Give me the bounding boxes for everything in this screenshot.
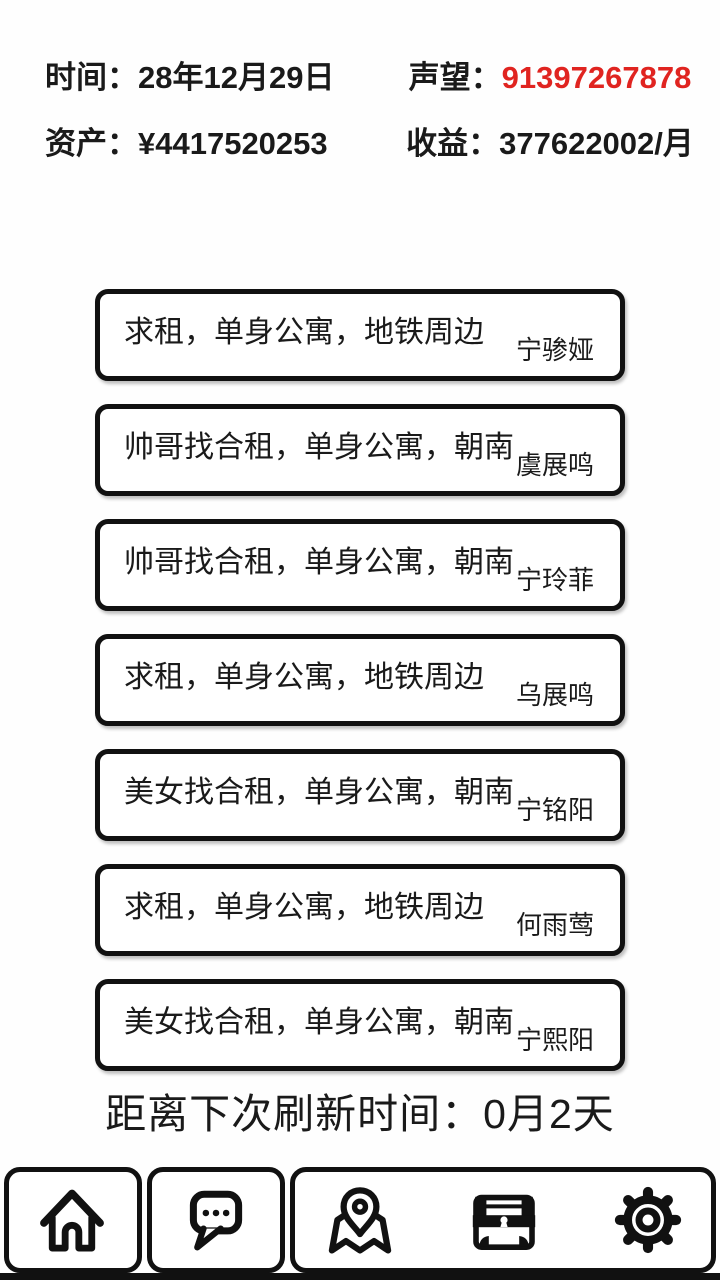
screen-bottom-bar	[0, 1273, 720, 1280]
income-label: 收益：	[406, 126, 500, 161]
listing-card[interactable]: 美女找合租，单身公寓，朝南 宁铭阳	[95, 749, 625, 841]
home-icon	[40, 1189, 104, 1252]
nav-chest-button[interactable]	[432, 1167, 576, 1273]
refresh-countdown: 距离下次刷新时间：0月2天	[105, 1091, 615, 1137]
reputation-stat: 声望：91397267878	[400, 60, 700, 96]
nav-chat-button[interactable]	[144, 1167, 288, 1273]
time-value: 28年12月29日	[138, 60, 335, 95]
reputation-value: 91397267878	[501, 60, 692, 95]
chest-icon	[472, 1194, 536, 1250]
listing-title: 帅哥找合租，单身公寓，朝南	[124, 546, 514, 579]
income-value: 377622002/月	[499, 126, 694, 161]
listing-card[interactable]: 求租，单身公寓，地铁周边 何雨莺	[95, 864, 625, 956]
listing-author: 何雨莺	[515, 910, 594, 940]
nav-home-button[interactable]	[0, 1167, 144, 1273]
map-icon	[328, 1187, 392, 1254]
nav-settings-button[interactable]	[576, 1167, 720, 1273]
listing-title: 求租，单身公寓，地铁周边	[124, 316, 484, 349]
listing-card[interactable]: 求租，单身公寓，地铁周边 宁骖娅	[95, 289, 625, 381]
listing-card[interactable]: 帅哥找合租，单身公寓，朝南 虞展鸣	[95, 404, 625, 496]
gear-icon	[614, 1186, 682, 1254]
assets-stat: 资产：¥4417520253	[45, 126, 328, 162]
income-stat: 收益：377622002/月	[400, 126, 700, 162]
listing-card[interactable]: 求租，单身公寓，地铁周边 乌展鸣	[95, 634, 625, 726]
listing-author: 乌展鸣	[515, 680, 594, 710]
listing-author: 宁铭阳	[515, 795, 594, 825]
chat-icon	[189, 1190, 243, 1251]
listing-title: 美女找合租，单身公寓，朝南	[124, 776, 514, 809]
listing-list: 求租，单身公寓，地铁周边 宁骖娅 帅哥找合租，单身公寓，朝南 虞展鸣 帅哥找合租…	[95, 289, 625, 1094]
listing-title: 美女找合租，单身公寓，朝南	[124, 1006, 514, 1039]
time-label: 时间：	[45, 60, 138, 95]
listing-card[interactable]: 美女找合租，单身公寓，朝南 宁熙阳	[95, 979, 625, 1071]
listing-author: 宁熙阳	[515, 1025, 594, 1055]
reputation-label: 声望：	[408, 60, 502, 95]
listing-title: 求租，单身公寓，地铁周边	[124, 891, 484, 924]
listing-title: 求租，单身公寓，地铁周边	[124, 661, 484, 694]
nav-box-home	[4, 1167, 142, 1273]
listing-author: 虞展鸣	[515, 450, 594, 480]
listing-title: 帅哥找合租，单身公寓，朝南	[124, 431, 514, 464]
assets-value: ¥4417520253	[138, 126, 328, 161]
time-stat: 时间：28年12月29日	[45, 60, 334, 96]
listing-author: 宁玲菲	[515, 565, 594, 595]
assets-label: 资产：	[45, 126, 138, 161]
listing-author: 宁骖娅	[515, 335, 594, 365]
nav-map-button[interactable]	[288, 1167, 432, 1273]
listing-card[interactable]: 帅哥找合租，单身公寓，朝南 宁玲菲	[95, 519, 625, 611]
